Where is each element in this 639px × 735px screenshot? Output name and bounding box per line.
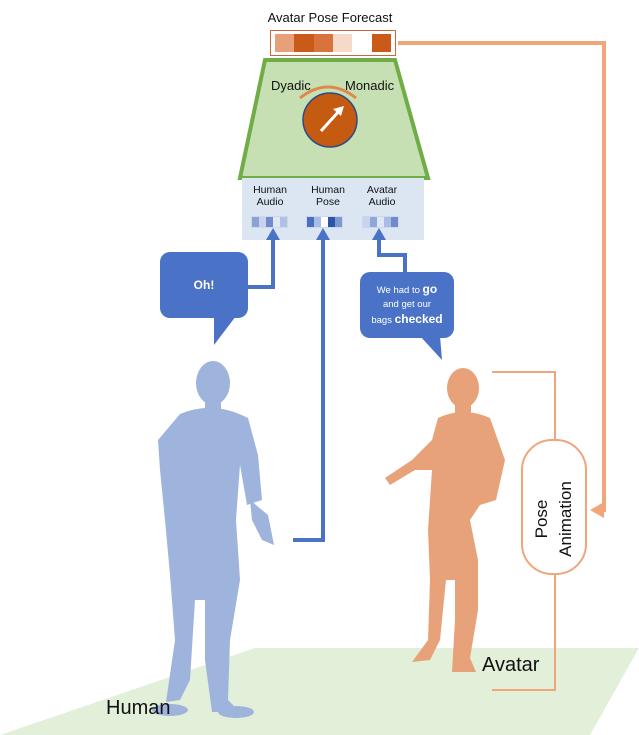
- arrow-human-audio: [248, 236, 275, 289]
- forecast-cell: [332, 34, 353, 52]
- strip-cell: [266, 217, 273, 227]
- pose-animation-label: Pose Animation: [532, 481, 575, 557]
- forecast-cell: [275, 34, 295, 52]
- human-figure: [152, 361, 274, 718]
- strip-cell: [252, 217, 259, 227]
- arrowhead-1: [266, 228, 280, 240]
- avatar-utterance: We had to go and get our bags checked: [371, 282, 443, 326]
- dial-needle-head: [333, 106, 344, 116]
- strip-cell: [273, 217, 280, 227]
- strip-cell: [384, 217, 391, 227]
- human-speech-bubble: [160, 252, 248, 345]
- avatar-caption: Avatar: [482, 654, 540, 676]
- arrowhead-2: [316, 228, 330, 240]
- strip-cell: [314, 217, 321, 227]
- dial-arc: [299, 85, 357, 100]
- forecast-cell: [294, 34, 314, 52]
- strip-avatar-audio: [362, 216, 399, 228]
- arrow-human-pose: [293, 236, 325, 542]
- strip-cell: [321, 217, 328, 227]
- strip-cell: [363, 217, 370, 227]
- strip-cell: [370, 217, 377, 227]
- strip-cell: [377, 217, 384, 227]
- strip-cell: [259, 217, 266, 227]
- forecast-cell: [313, 34, 333, 52]
- strip-cell: [328, 217, 335, 227]
- strip-human-pose: [306, 216, 343, 228]
- human-utterance: Oh!: [193, 278, 215, 292]
- arrowhead-3: [372, 228, 386, 240]
- strip-human-audio: [251, 216, 288, 228]
- forecast-cell: [352, 34, 372, 52]
- avatar-speech-bubble: [360, 272, 454, 360]
- strip-cell: [280, 217, 287, 227]
- human-caption: Human: [106, 697, 171, 719]
- forecast-cell: [371, 34, 391, 52]
- dyadic-label: Dyadic: [271, 78, 311, 93]
- bracket-bottom: [492, 575, 556, 691]
- forecast-title: Avatar Pose Forecast: [267, 10, 393, 25]
- bracket-top: [492, 371, 556, 440]
- arrow-avatar-audio: [377, 236, 407, 278]
- forecast-strip: [270, 30, 396, 56]
- pose-animation-box: [521, 439, 587, 575]
- strip-cell: [307, 217, 314, 227]
- arrowhead-animation: [590, 502, 604, 518]
- monadic-label: Monadic: [345, 78, 395, 93]
- floor-plane: [0, 648, 639, 735]
- dial-needle: [319, 108, 342, 133]
- avatar-figure: [385, 368, 505, 672]
- strip-cell: [391, 217, 398, 227]
- strip-cell: [335, 217, 342, 227]
